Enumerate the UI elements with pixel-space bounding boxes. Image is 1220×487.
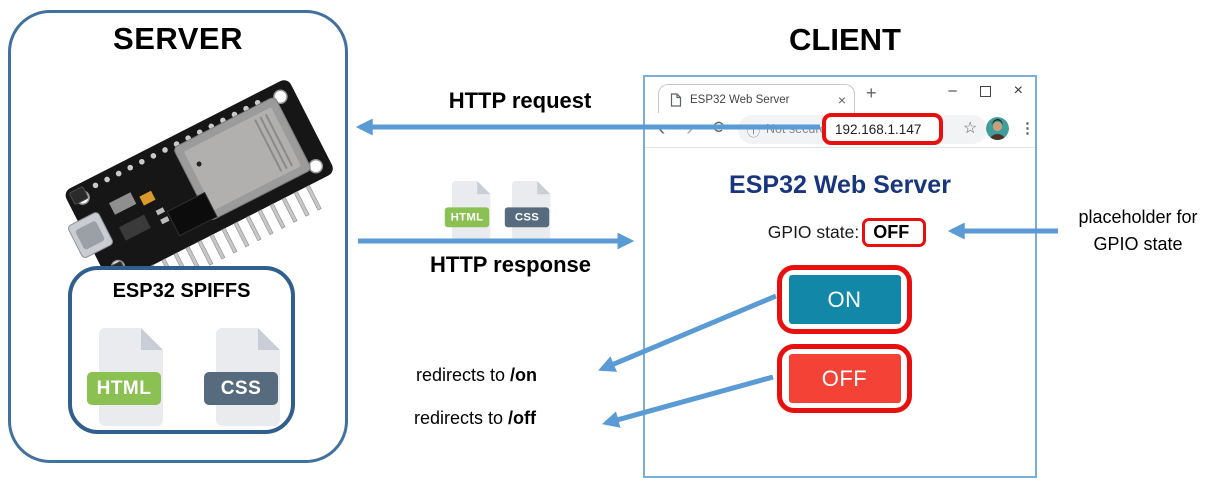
server-title: SERVER [113, 21, 243, 56]
url-highlight-box[interactable]: 192.168.1.147 [822, 113, 943, 145]
browser-toolbar: ‹ › ⟳ ⓘ Not secure 192.168.1.147 ☆ ⋮ [645, 113, 1035, 148]
gpio-state-row: GPIO state: OFF [645, 215, 1035, 249]
browser-tab-bar: ESP32 Web Server × + – × [645, 77, 1035, 114]
css-file-icon-small: CSS [504, 181, 551, 240]
css-badge: CSS [204, 372, 278, 405]
redirect-on-path: /on [510, 365, 538, 385]
html-badge: HTML [87, 372, 161, 405]
redirect-prefix: redirects to [416, 365, 506, 385]
http-request-label: HTTP request [448, 88, 592, 113]
url-text: 192.168.1.147 [835, 121, 922, 137]
html-badge: HTML [444, 207, 490, 228]
spiffs-title: ESP32 SPIFFS [112, 280, 251, 302]
gpio-on-button[interactable]: ON [788, 275, 901, 324]
placeholder-line1: placeholder for [1078, 207, 1198, 227]
page-heading: ESP32 Web Server [729, 171, 951, 199]
back-icon[interactable]: ‹ [658, 115, 666, 140]
redirect-off-path: /off [508, 408, 537, 428]
page-icon [670, 92, 682, 107]
bookmark-star-icon[interactable]: ☆ [963, 120, 978, 137]
off-button-highlight: OFF [777, 344, 912, 413]
css-badge: CSS [504, 207, 550, 228]
reload-icon[interactable]: ⟳ [713, 118, 728, 137]
info-icon[interactable]: ⓘ [747, 124, 761, 139]
tab-close-icon[interactable]: × [837, 91, 846, 108]
html-file-icon-small: HTML [444, 181, 491, 240]
profile-avatar[interactable] [986, 117, 1009, 140]
redirect-on-annotation: redirects to/on [416, 365, 537, 386]
gpio-state-label: GPIO state: [767, 221, 860, 242]
window-controls: – × [948, 82, 1023, 100]
on-button-highlight: ON [777, 265, 912, 334]
browser-menu-icon[interactable]: ⋮ [1020, 120, 1035, 137]
maximize-button[interactable] [979, 85, 991, 97]
server-box: SERVER [8, 10, 348, 463]
tab-title: ESP32 Web Server [690, 93, 790, 106]
gpio-state-value: OFF [862, 217, 927, 247]
browser-tab[interactable]: ESP32 Web Server × [658, 84, 855, 114]
gpio-off-button[interactable]: OFF [788, 354, 901, 403]
minimize-button[interactable]: – [948, 82, 957, 99]
redirect-off-annotation: redirects to/off [414, 408, 536, 429]
client-title: CLIENT [789, 22, 901, 57]
security-label: Not secure [766, 122, 827, 136]
html-file-icon: HTML [87, 328, 163, 426]
spiffs-box: ESP32 SPIFFS HTML CSS [68, 266, 295, 434]
new-tab-button[interactable]: + [866, 83, 877, 103]
close-window-button[interactable]: × [1013, 82, 1023, 99]
placeholder-line2: GPIO state [1093, 234, 1183, 254]
avatar-image [986, 117, 1009, 140]
http-response-label: HTTP response [430, 252, 591, 277]
browser-window: ESP32 Web Server × + – × ‹ › ⟳ ⓘ Not sec… [643, 75, 1037, 478]
redirect-prefix: redirects to [414, 408, 504, 428]
gpio-placeholder-annotation: placeholder for GPIO state [1058, 204, 1218, 258]
esp32-board-image [65, 80, 333, 290]
css-file-icon: CSS [204, 328, 280, 426]
forward-icon[interactable]: › [686, 115, 694, 140]
